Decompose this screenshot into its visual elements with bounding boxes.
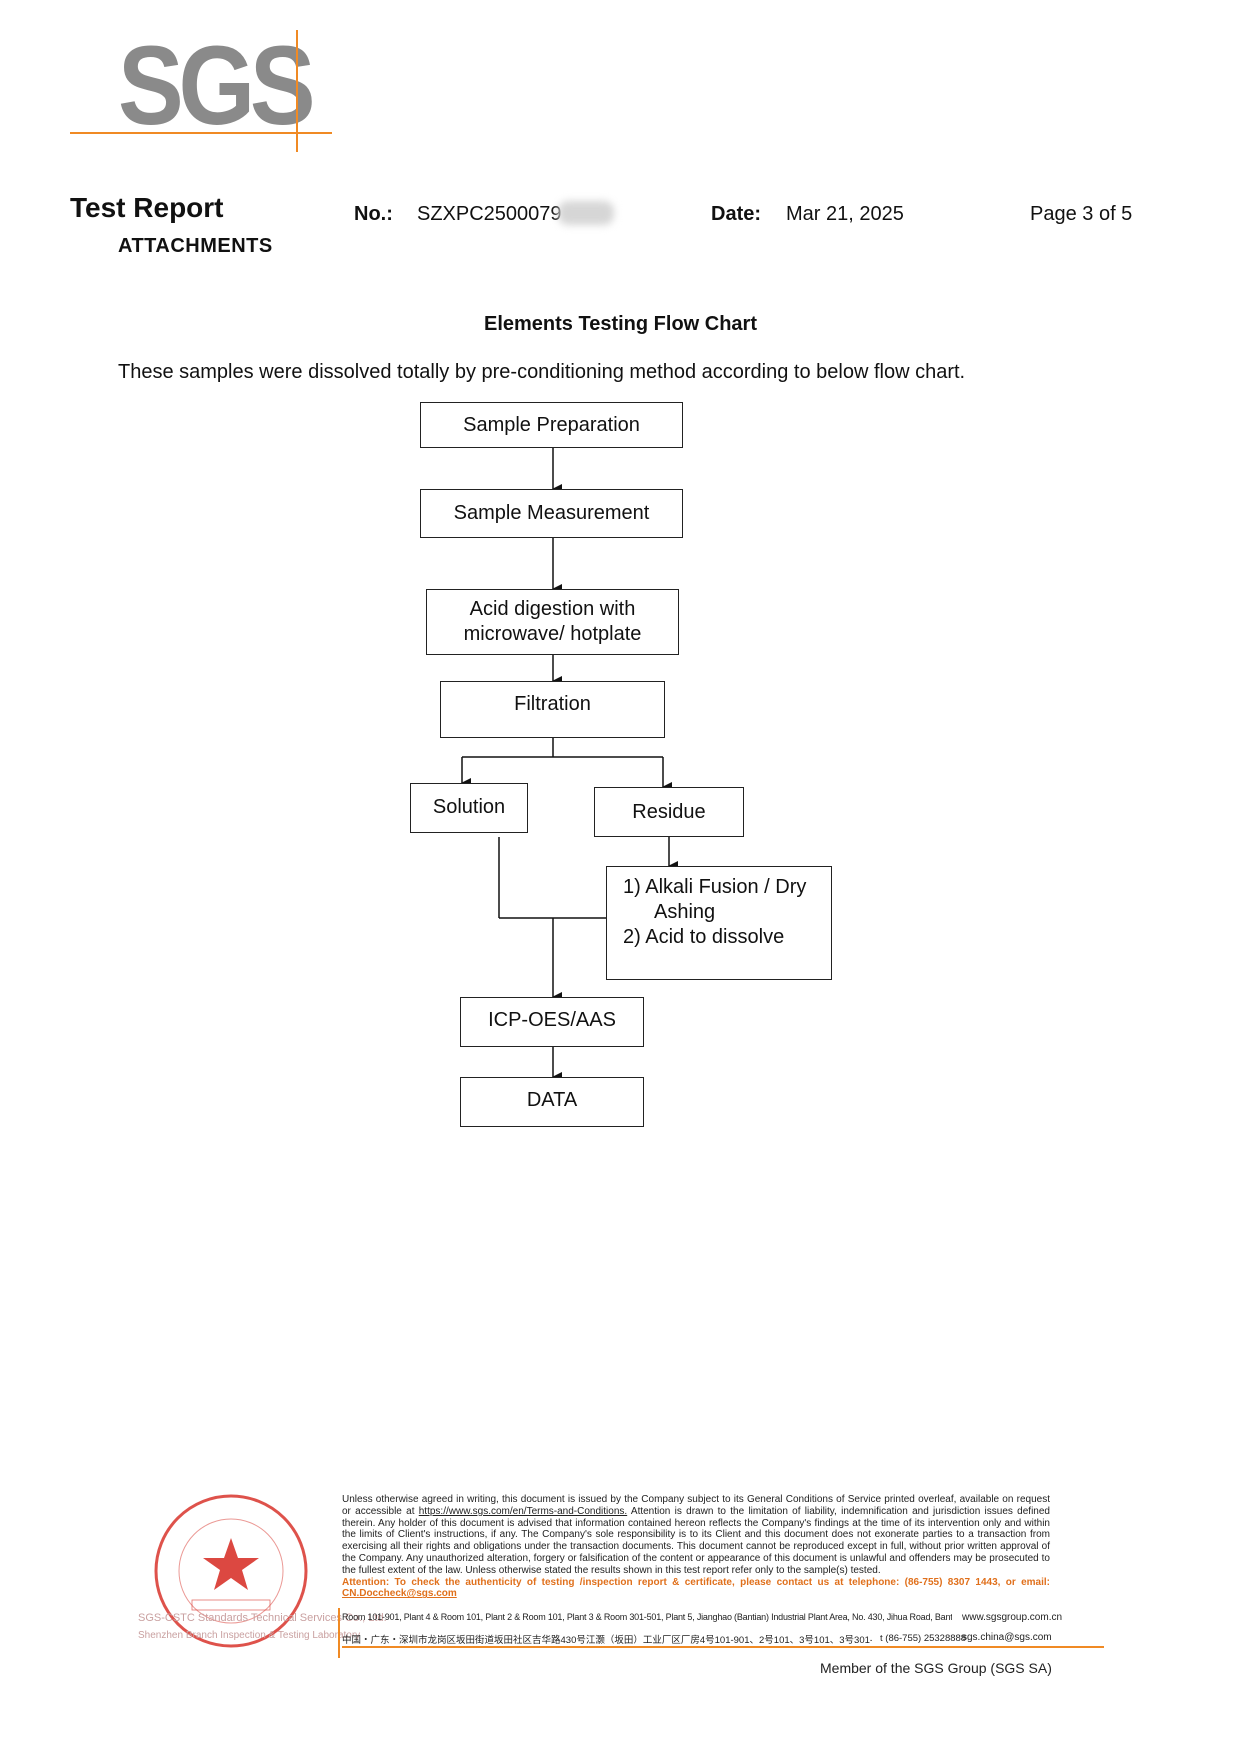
address-english: Room 101-901, Plant 4 & Room 101, Plant … (342, 1612, 952, 1622)
footer-horizontal-rule (342, 1646, 1104, 1648)
date-label: Date: (711, 203, 762, 225)
stamp-company-line: SGS-CSTC Standards Technical Services Co… (138, 1612, 387, 1624)
website-link[interactable]: www.sgsgroup.com.cn (962, 1612, 1063, 1623)
residue-step1a: 1) Alkali Fusion / Dry (623, 876, 807, 898)
member-of-group: Member of the SGS Group (SGS SA) (820, 1660, 1052, 1676)
acid-digestion-line2: microwave/ hotplate (463, 623, 642, 645)
report-title: Test Report (70, 192, 224, 223)
telephone: t (86-755) 25328888 (880, 1633, 967, 1644)
disclaimer-part1: Unless otherwise agreed in writing, this… (342, 1494, 1050, 1517)
date-value: Mar 21, 2025 (786, 203, 904, 225)
residue-step1b: Ashing (654, 901, 716, 923)
company-seal-stamp (154, 1494, 308, 1648)
box-icp: ICP-OES/AAS (460, 997, 644, 1047)
box-acid-digestion: Acid digestion with microwave/ hotplate (426, 589, 679, 655)
footer-vertical-rule (338, 1608, 340, 1658)
address-chinese: 中国・广东・深圳市龙岗区坂田街道坂田社区吉华路430号江灏（坂田）工业厂区厂房4… (342, 1635, 872, 1646)
flow-chart-title: Elements Testing Flow Chart (484, 313, 757, 335)
legal-disclaimer: Unless otherwise agreed in writing, this… (342, 1494, 1050, 1600)
authenticity-notice: Attention: To check the authenticity of … (342, 1576, 1050, 1588)
acid-digestion-line1: Acid digestion with (469, 598, 636, 620)
box-residue: Residue (594, 787, 744, 837)
intro-text: These samples were dissolved totally by … (118, 361, 966, 383)
box-filtration: Filtration (440, 681, 665, 738)
contact-email-link[interactable]: sgs.china@sgs.com (962, 1632, 1052, 1643)
page-number: Page 3 of 5 (1030, 203, 1133, 225)
logo-vertical-rule (296, 30, 298, 152)
terms-link[interactable]: https://www.sgs.com/en/Terms-and-Conditi… (418, 1505, 628, 1517)
box-sample-preparation: Sample Preparation (420, 402, 683, 448)
disclaimer-part2: Attention is drawn to the limitation of … (342, 1505, 1050, 1576)
box-sample-measurement: Sample Measurement (420, 489, 683, 538)
residue-step2: 2) Acid to dissolve (623, 926, 785, 948)
redaction-blur (558, 201, 614, 225)
doccheck-email-link[interactable]: CN.Doccheck@sgs.com (342, 1588, 457, 1600)
box-solution: Solution (410, 783, 528, 833)
section-title: ATTACHMENTS (118, 235, 273, 257)
report-number-label: No.: (354, 203, 393, 225)
sgs-logo: SGS (118, 23, 316, 148)
box-data: DATA (460, 1077, 644, 1127)
logo-horizontal-rule (70, 132, 332, 134)
box-residue-steps: 1) Alkali Fusion / Dry Ashing 2) Acid to… (606, 866, 832, 980)
report-number-value: SZXPC2500079 (417, 203, 562, 225)
stamp-branch-line: Shenzhen Branch Inspection & Testing Lab… (138, 1630, 361, 1641)
